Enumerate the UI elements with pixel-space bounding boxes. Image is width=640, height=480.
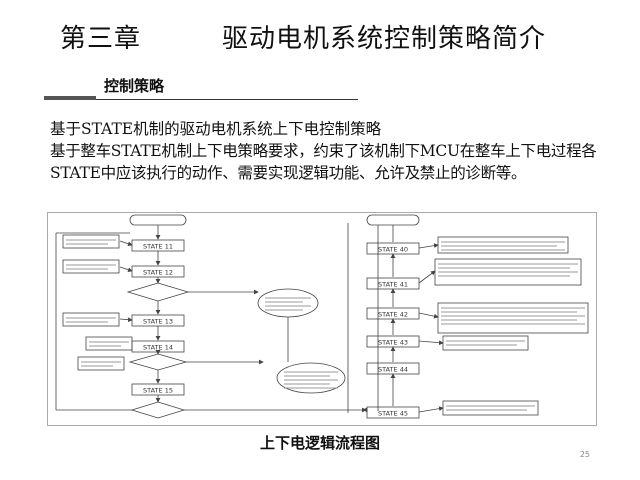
section-underline	[96, 99, 358, 100]
flow-connector	[418, 340, 444, 346]
state-label: STATE 43	[378, 339, 408, 347]
page-number: 25	[579, 450, 590, 459]
flow-connector	[119, 266, 133, 273]
body-paragraph-2: 基于整车STATE机制上下电策略要求，约束了该机制下MCU在整车上下电过程各ST…	[50, 142, 597, 182]
power-up-down-flowchart: STATE 11 STATE 12 STATE 13 STATE 14 STATE 15…	[47, 212, 597, 426]
note-box	[62, 259, 120, 274]
state-label: STATE 40	[378, 246, 408, 254]
flow-connector	[418, 312, 439, 319]
flow-connector	[418, 270, 436, 284]
state-label: STATE 15	[143, 387, 173, 395]
state-label: STATE 44	[378, 366, 408, 374]
note-box	[77, 356, 125, 371]
note-box	[85, 336, 133, 351]
flow-connector	[418, 243, 439, 249]
section-title: 控制策略	[104, 77, 165, 95]
state-label: STATE 13	[143, 318, 173, 326]
section-accent-bar	[44, 96, 96, 100]
state-label: STATE 14	[143, 344, 173, 352]
flow-connector	[119, 317, 133, 323]
slide-title: 第三章 驱动电机系统控制策略简介	[60, 22, 546, 56]
flow-connector	[418, 406, 444, 413]
ellipse-node	[257, 288, 319, 318]
note-box	[62, 312, 120, 327]
note-box	[437, 236, 569, 254]
note-box	[62, 234, 120, 249]
decision-diamond	[128, 353, 188, 371]
state-label: STATE 45	[378, 410, 408, 418]
body-text: 基于STATE机制的驱动电机系统上下电控制策略 基于整车STATE机制上下电策略…	[50, 118, 610, 184]
state-label: STATE 42	[378, 311, 408, 319]
start-terminal	[129, 214, 187, 226]
chapter-label: 第三章	[60, 24, 142, 54]
chapter-title: 驱动电机系统控制策略简介	[222, 24, 547, 54]
flow-connector	[119, 240, 133, 247]
state-label: STATE 12	[143, 269, 173, 277]
state-label: STATE 11	[143, 243, 173, 251]
ellipse-node	[276, 362, 346, 394]
flowchart-diagram: STATE 11 STATE 12 STATE 13 STATE 14 STATE 15…	[55, 214, 589, 419]
note-box	[442, 335, 529, 351]
state-label: STATE 41	[378, 281, 408, 289]
note-box	[442, 400, 539, 416]
decision-diamond	[130, 401, 186, 419]
figure-caption: 上下电逻辑流程图	[259, 434, 380, 452]
body-paragraph-1: 基于STATE机制的驱动电机系统上下电控制策略	[50, 120, 382, 138]
end-terminal	[366, 214, 420, 226]
decision-diamond	[126, 282, 190, 302]
flow-connector	[363, 407, 368, 413]
